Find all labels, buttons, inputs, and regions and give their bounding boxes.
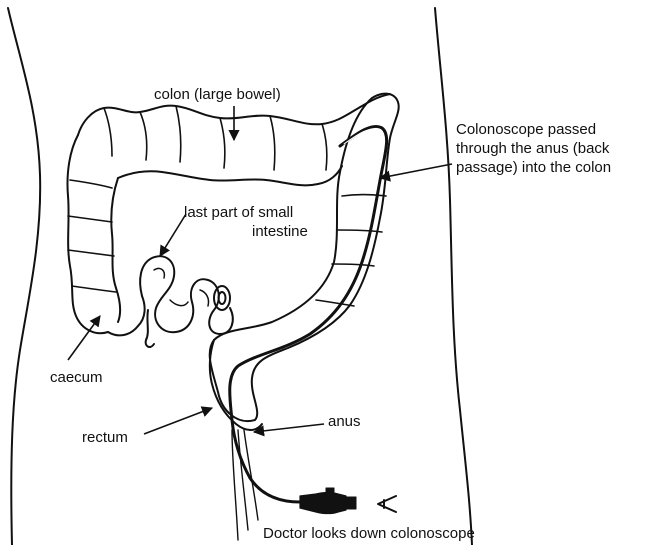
small-intestine-inner — [154, 268, 209, 306]
colon-haustra-ascending — [68, 180, 116, 292]
small-intestine — [140, 256, 233, 347]
appendix — [146, 310, 154, 347]
arrow-colonoscope — [380, 164, 452, 178]
label-small-intestine: last part of small intestine — [184, 203, 308, 241]
colonoscope-tube — [230, 126, 387, 502]
colon-ascending-inner — [111, 178, 120, 322]
label-colonoscope-line-1: Colonoscope passed — [456, 120, 611, 139]
colon-outer-wall — [210, 94, 399, 421]
colonoscope — [230, 126, 396, 540]
label-rectum: rectum — [82, 428, 128, 447]
body-outline-right — [435, 8, 472, 545]
label-small-intestine-line-2: intestine — [184, 222, 308, 241]
small-intestine-end — [214, 286, 230, 310]
arrows — [68, 106, 452, 434]
label-colonoscope-line-2: through the anus (back — [456, 139, 611, 158]
arrow-small-intestine — [160, 214, 186, 256]
rectum-shape — [210, 340, 262, 430]
label-anus: anus — [328, 412, 361, 431]
colon-transverse-bottom — [118, 166, 342, 185]
arrow-anus — [254, 424, 324, 432]
colon-ascending-outer — [67, 135, 108, 333]
arrow-rectum — [144, 408, 212, 434]
colonoscope-knob — [326, 488, 334, 494]
colonoscope-eyepiece — [346, 497, 356, 509]
label-small-intestine-line-1: last part of small — [184, 203, 308, 222]
eye-icon — [378, 496, 396, 512]
colon-haustra-top — [104, 106, 327, 170]
label-colonoscope: Colonoscope passed through the anus (bac… — [456, 120, 611, 177]
label-colon: colon (large bowel) — [154, 85, 281, 104]
label-doctor: Doctor looks down colonoscope — [263, 524, 475, 543]
label-colonoscope-line-3: passage) into the colon — [456, 158, 611, 177]
arrow-caecum — [68, 316, 100, 360]
colonoscope-handle — [300, 493, 346, 514]
colon — [67, 94, 398, 430]
caecum-shape — [108, 296, 145, 335]
label-caecum: caecum — [50, 368, 103, 387]
body-outline-left — [8, 8, 40, 545]
